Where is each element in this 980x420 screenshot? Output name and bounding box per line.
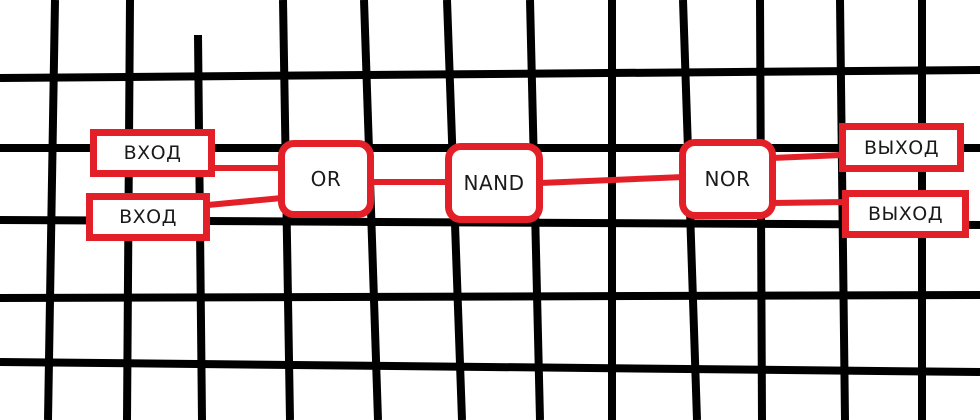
input-box-1: ВХОД bbox=[90, 129, 215, 177]
grid-vertical-line bbox=[44, 0, 59, 420]
nand-gate: NAND bbox=[445, 143, 543, 223]
nor-gate-label: NOR bbox=[704, 167, 751, 191]
grid-horizontal-line bbox=[0, 291, 980, 302]
wire-nor-output1 bbox=[771, 152, 843, 161]
output-label-1: ВЫХОД bbox=[863, 136, 940, 159]
grid-horizontal-line bbox=[0, 358, 980, 376]
or-gate: OR bbox=[278, 140, 374, 218]
output-label-2: ВЫХОД bbox=[867, 203, 944, 225]
wire-input2-or bbox=[207, 195, 283, 208]
input-label-1: ВХОД bbox=[123, 142, 182, 164]
output-box-1: ВЫХОД bbox=[839, 123, 964, 172]
nand-gate-label: NAND bbox=[463, 171, 525, 195]
output-box-2: ВЫХОД bbox=[842, 190, 969, 238]
input-box-2: ВХОД bbox=[86, 193, 210, 241]
wire-nor-output2 bbox=[771, 199, 847, 206]
nor-gate: NOR bbox=[679, 139, 776, 219]
or-gate-label: OR bbox=[310, 167, 342, 191]
grid-horizontal-line bbox=[0, 66, 980, 82]
input-label-2: ВХОД bbox=[119, 206, 177, 228]
wire-nand-nor bbox=[539, 174, 685, 186]
